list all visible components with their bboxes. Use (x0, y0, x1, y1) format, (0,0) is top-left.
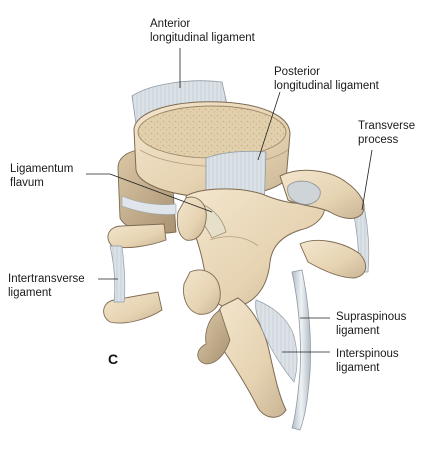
left-transverse-processes (103, 223, 167, 324)
label-ligamentum-flavum: Ligamentum flavum (10, 163, 74, 189)
label-anterior-longitudinal-ligament: Anterior longitudinal ligament (150, 18, 255, 44)
label-intertransverse-ligament: Intertransverse ligament (8, 273, 85, 299)
interspinous-ligament (255, 299, 298, 383)
label-interspinous-ligament: Interspinous ligament (336, 348, 399, 374)
label-supraspinous-ligament: Supraspinous ligament (336, 311, 407, 337)
supraspinous-ligament (291, 269, 311, 431)
label-transverse-process: Transverse process (358, 120, 416, 146)
panel-letter: C (108, 351, 119, 367)
left-intertransverse-ligament (109, 245, 126, 303)
leader-lines (86, 48, 373, 353)
right-transverse-process (279, 169, 367, 279)
label-posterior-longitudinal-ligament: Posterior longitudinal ligament (274, 66, 379, 92)
spinous-process (197, 297, 287, 418)
articular-processes (176, 196, 221, 315)
